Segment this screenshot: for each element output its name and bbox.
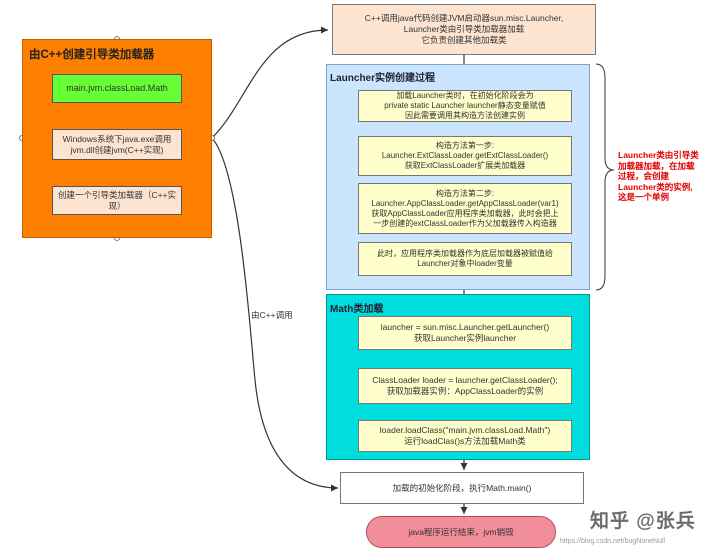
zhihu-watermark: 知乎 @张兵 — [590, 511, 696, 532]
math-class-box: main.jvm.classLoad.Math — [52, 74, 182, 103]
launcher-step-app: 构造方法第二步: Launcher.AppClassLoader.getAppC… — [358, 183, 572, 234]
singleton-note: Launcher类由引导类 加载器加载，在加载 过程，会创建 Launcher类… — [618, 150, 699, 202]
launcher-step-init: 加载Launcher类时，在初始化阶段会为 private static Lau… — [358, 90, 572, 122]
jvm-create-box: Windows系统下java.exe调用 jvm.dll创建jvm(C++实现) — [52, 129, 182, 160]
main-exec-box: 加载的初始化阶段，执行Math.main() — [340, 472, 584, 504]
csdn-watermark-url: https://blog.csdn.net/bugNoneNull — [560, 538, 666, 545]
load-class-box: loader.loadClass("main.jvm.classLoad.Mat… — [358, 420, 572, 452]
cpp-group-title: 由C++创建引导类加载器 — [29, 49, 155, 61]
get-classloader-box: ClassLoader loader = launcher.getClassLo… — [358, 368, 572, 404]
math-group-title: Math类加载 — [330, 304, 384, 315]
cpp-call-label: 由C++调用 — [250, 309, 294, 321]
launcher-group-title: Launcher实例创建过程 — [330, 73, 436, 84]
bootstrap-loader-box: 创建一个引导类加载器（C++实现） — [52, 186, 182, 215]
launcher-step-assign: 此时，应用程序类加载器作为底层加载器被赋值给 Launcher对象中loader… — [358, 242, 572, 276]
get-launcher-box: launcher = sun.misc.Launcher.getLauncher… — [358, 316, 572, 350]
launcher-step-ext: 构造方法第一步: Launcher.ExtClassLoader.getExtC… — [358, 136, 572, 176]
launcher-start-box: C++调用java代码创建JVM启动器sun.misc.Launcher, La… — [332, 4, 596, 55]
jvm-end-box: java程序运行结束，jvm销毁 — [366, 516, 556, 548]
